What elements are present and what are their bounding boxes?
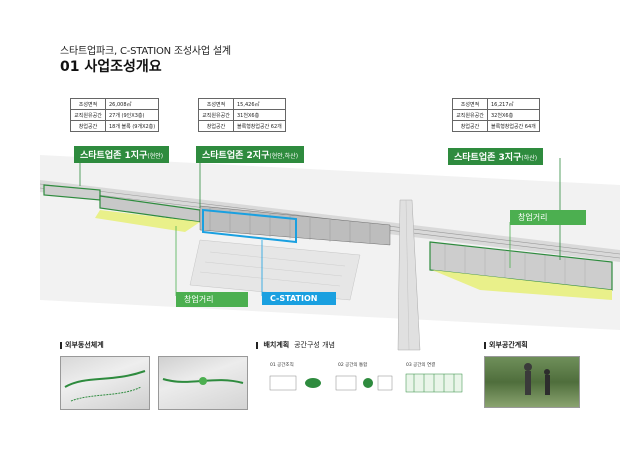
layout-heading: 배치계획 공간구성 개념 <box>256 340 335 350</box>
concept-step-3: 03 공간의 연결 <box>406 363 436 368</box>
zone2-label: 스타트업존 2지구(현안,하산) <box>196 146 305 163</box>
zone1-label-text: 스타트업존 1지구 <box>80 151 148 161</box>
flow-diagram-2 <box>158 356 248 410</box>
concept-step-1: 01 공간조직 <box>270 363 294 368</box>
zone1-label-sub: (현안) <box>147 153 164 160</box>
vertical-road <box>397 199 421 351</box>
startup-street-left-label: 창업거리 <box>176 292 248 307</box>
zone3-label: 스타트업존 3지구(하산) <box>448 148 544 165</box>
external-space-heading: 외부공간계획 <box>484 340 528 350</box>
page-title: 01 사업조성개요 <box>60 59 162 75</box>
space-concept-text: 공간구성 개념 <box>294 341 335 349</box>
flow-diagram-1 <box>60 356 150 410</box>
zone2-label-sub: (현안,하산) <box>269 153 299 160</box>
zone3-label-sub: (하산) <box>521 155 538 162</box>
external-flow-heading: 외부동선체계 <box>60 340 104 350</box>
zone2-label-text: 스타트업존 2지구 <box>202 151 270 161</box>
info-value: 18개 블록 (9개X2층) <box>104 120 160 132</box>
info-key: 창업공간 <box>452 120 488 132</box>
layout-heading-text: 배치계획 <box>263 341 290 349</box>
page-subtitle: 스타트업파크, C-STATION 조성사업 설계 <box>60 46 231 57</box>
info-value: 블록형창업공간 64개 <box>487 120 540 132</box>
yellow-field-right <box>432 270 612 300</box>
info-value: 블록형창업공간 62개 <box>233 120 286 132</box>
cstation-label: C-STATION <box>262 292 336 305</box>
zone1-label: 스타트업존 1지구(현안) <box>74 146 170 163</box>
concept-step-2: 02 공간의 통합 <box>338 363 368 368</box>
info-key: 창업공간 <box>198 120 234 132</box>
cstation-outline <box>202 208 297 244</box>
plaza <box>189 239 361 301</box>
concept-diagram <box>269 373 463 393</box>
zone3-label-text: 스타트업존 3지구 <box>454 153 522 163</box>
yellow-field-left <box>95 210 200 232</box>
startup-street-right-label: 창업거리 <box>510 210 586 225</box>
external-space-photo <box>484 356 580 408</box>
